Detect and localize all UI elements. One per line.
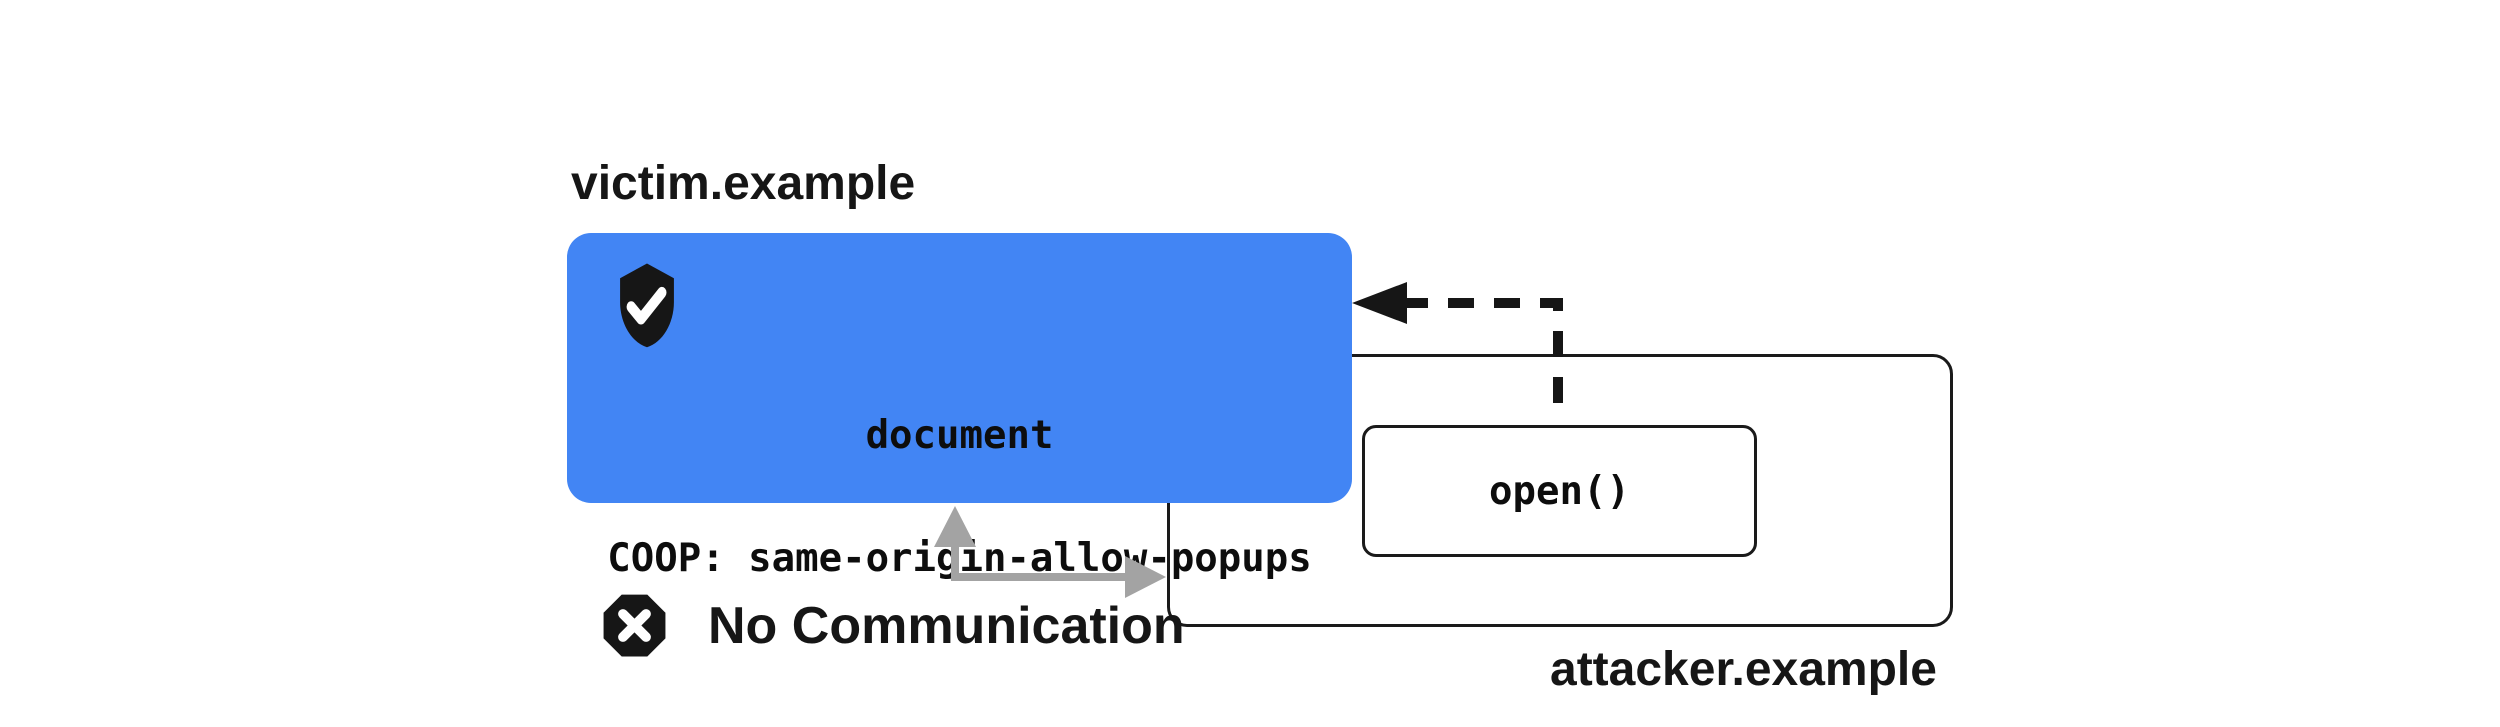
victim-domain-label: victim.example	[571, 157, 916, 210]
shield-check-icon	[620, 263, 674, 348]
document-label: document	[865, 413, 1054, 458]
coop-header-label: COOP: same-origin-allow-popups	[607, 536, 1312, 581]
attacker-domain-label: attacker.example	[1550, 643, 1937, 696]
open-call-label: open()	[1489, 468, 1630, 514]
octagon-x-icon	[603, 594, 666, 657]
victim-document-box: document COOP: same-origin-allow-popups	[567, 233, 1352, 579]
open-call-box: open()	[1362, 425, 1757, 557]
no-communication-label: No Communication	[708, 597, 1185, 655]
